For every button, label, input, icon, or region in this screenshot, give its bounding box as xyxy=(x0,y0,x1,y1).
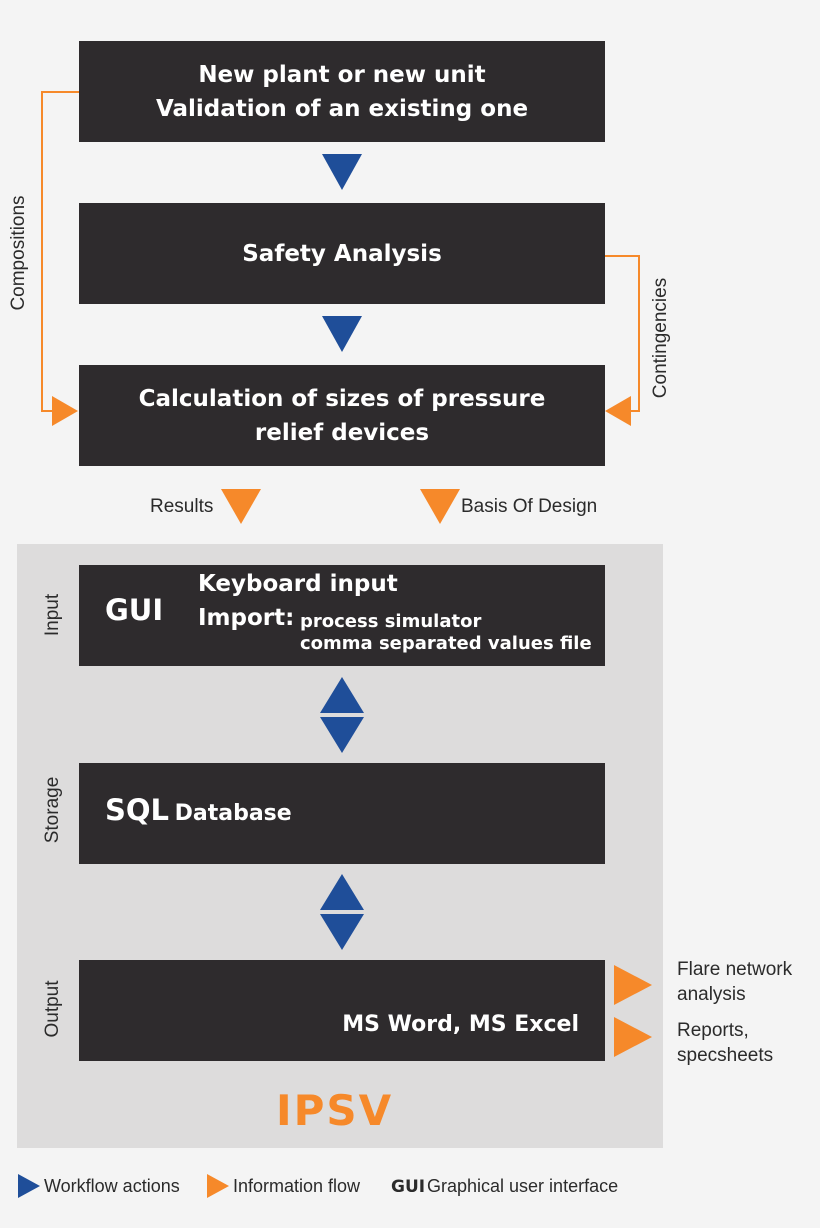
input-side-label: Input xyxy=(42,593,63,637)
gui-label: GUI xyxy=(105,593,164,627)
ipsv-logo: IPSV xyxy=(276,1086,394,1135)
new-plant-box: New plant or new unit Validation of an e… xyxy=(79,41,605,142)
output-side-label: Output xyxy=(42,980,63,1038)
output-box: MS Word, MS Excel xyxy=(79,960,605,1061)
safety-analysis-box: Safety Analysis xyxy=(79,203,605,304)
new-plant-line2: Validation of an existing one xyxy=(155,95,529,122)
import-label: Import: xyxy=(198,605,295,631)
storage-box: SQL Database xyxy=(79,763,605,864)
workflow-arrow-2-icon xyxy=(322,316,362,352)
sql-database-label: SQL Database xyxy=(105,793,292,827)
contingencies-label: Contingencies xyxy=(650,277,671,399)
new-plant-line1: New plant or new unit xyxy=(198,61,486,88)
legend-gui-desc: Graphical user interface xyxy=(427,1176,619,1196)
compositions-arrow-icon xyxy=(52,396,78,426)
reports-line1: Reports, xyxy=(677,1020,749,1041)
safety-analysis-text: Safety Analysis xyxy=(242,240,442,267)
flare-arrow-icon xyxy=(614,965,652,1005)
flare-network-label: Flare network analysis xyxy=(677,957,792,1007)
compositions-connector xyxy=(41,91,79,412)
flare-line1: Flare network xyxy=(677,959,793,980)
sql-label: SQL xyxy=(105,793,170,827)
contingencies-connector xyxy=(605,255,640,412)
legend-information-icon xyxy=(207,1174,229,1198)
reports-arrow-icon xyxy=(614,1017,652,1057)
bidirectional-arrow-up-2-icon xyxy=(320,874,364,910)
storage-side-label: Storage xyxy=(42,776,63,844)
legend-gui-abbr: GUI xyxy=(391,1177,426,1197)
calculation-box: Calculation of sizes of pressure relief … xyxy=(79,365,605,466)
results-label: Results xyxy=(150,496,214,517)
legend-workflow-label: Workflow actions xyxy=(44,1176,180,1196)
bidirectional-arrow-down-1-icon xyxy=(320,717,364,753)
results-arrow-icon xyxy=(221,489,261,524)
import-item-process-simulator: process simulator xyxy=(300,611,482,632)
reports-line2: specsheets xyxy=(677,1045,774,1066)
workflow-arrow-1-icon xyxy=(322,154,362,190)
flare-line2: analysis xyxy=(677,984,746,1005)
ms-office-label: MS Word, MS Excel xyxy=(342,1012,579,1037)
import-item-csv: comma separated values file xyxy=(300,633,592,654)
basis-of-design-label: Basis Of Design xyxy=(461,496,598,517)
bidirectional-arrow-up-1-icon xyxy=(320,677,364,713)
legend-information-label: Information flow xyxy=(233,1176,361,1196)
reports-label: Reports, specsheets xyxy=(677,1018,773,1068)
calculation-line2: relief devices xyxy=(254,419,430,446)
contingencies-arrow-icon xyxy=(605,396,631,426)
keyboard-input-label: Keyboard input xyxy=(198,571,398,597)
legend-workflow-icon xyxy=(18,1174,40,1198)
basis-arrow-icon xyxy=(420,489,460,524)
input-box: GUI Keyboard input Import: process simul… xyxy=(79,565,605,666)
bidirectional-arrow-down-2-icon xyxy=(320,914,364,950)
compositions-label: Compositions xyxy=(8,195,29,311)
calculation-line1: Calculation of sizes of pressure xyxy=(138,385,546,412)
database-label: Database xyxy=(174,801,292,826)
